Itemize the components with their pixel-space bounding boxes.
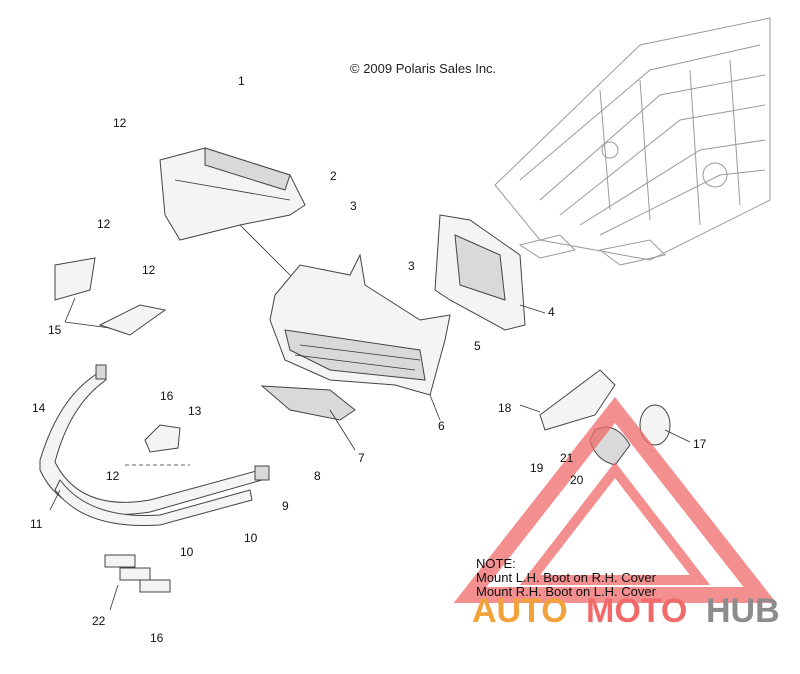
callout-13: 13 (188, 404, 202, 418)
callout-6: 6 (438, 419, 445, 433)
chassis-frame (494, 17, 771, 266)
bracket-parts (54, 257, 167, 336)
callout-16a: 16 (160, 389, 174, 403)
callout-14: 14 (32, 401, 46, 415)
watermark-logo (453, 397, 777, 603)
callout-10b: 10 (180, 545, 194, 559)
side-panel (434, 214, 546, 331)
callout-9: 9 (282, 499, 289, 513)
grille-panel (260, 385, 356, 451)
front-bumper (39, 364, 270, 527)
callout-2: 2 (330, 169, 337, 183)
callout-1: 1 (238, 74, 245, 88)
callout-4: 4 (548, 305, 555, 319)
callout-8: 8 (314, 469, 321, 483)
callout-12d: 12 (106, 469, 120, 483)
callout-12c: 12 (142, 263, 156, 277)
mounting-note: NOTE: Mount L.H. Boot on R.H. Cover Moun… (476, 556, 657, 599)
callout-12b: 12 (97, 217, 111, 231)
note-heading: NOTE: (476, 556, 516, 571)
callout-labels: 1 2 3 3 4 5 6 7 8 9 10 10 11 12 12 12 12… (30, 74, 707, 645)
callout-18: 18 (498, 401, 512, 415)
note-line-lh: Mount L.H. Boot on R.H. Cover (476, 570, 657, 585)
callout-22: 22 (92, 614, 106, 628)
callout-3b: 3 (408, 259, 415, 273)
callout-10a: 10 (244, 531, 258, 545)
bumper-pads (104, 554, 171, 611)
callout-7: 7 (358, 451, 365, 465)
copyright-text: © 2009 Polaris Sales Inc. (350, 61, 496, 76)
callout-5: 5 (474, 339, 481, 353)
note-line-rh: Mount R.H. Boot on L.H. Cover (476, 584, 657, 599)
callout-20: 20 (570, 473, 584, 487)
belly-pan (269, 253, 451, 421)
skid-plate (159, 147, 306, 291)
callout-3a: 3 (350, 199, 357, 213)
watermark-auto: AUTO (472, 592, 568, 630)
watermark-hub: HUB (706, 592, 780, 630)
callout-16b: 16 (150, 631, 164, 645)
callout-15: 15 (48, 323, 62, 337)
watermark-text: AUTO MOTO HUB (472, 592, 780, 630)
callout-17: 17 (693, 437, 707, 451)
mount-plate (125, 424, 190, 466)
callout-19: 19 (530, 461, 544, 475)
callout-11: 11 (30, 517, 43, 531)
callout-12a: 12 (113, 116, 127, 130)
callout-21: 21 (560, 451, 574, 465)
watermark-moto: MOTO (586, 592, 687, 630)
